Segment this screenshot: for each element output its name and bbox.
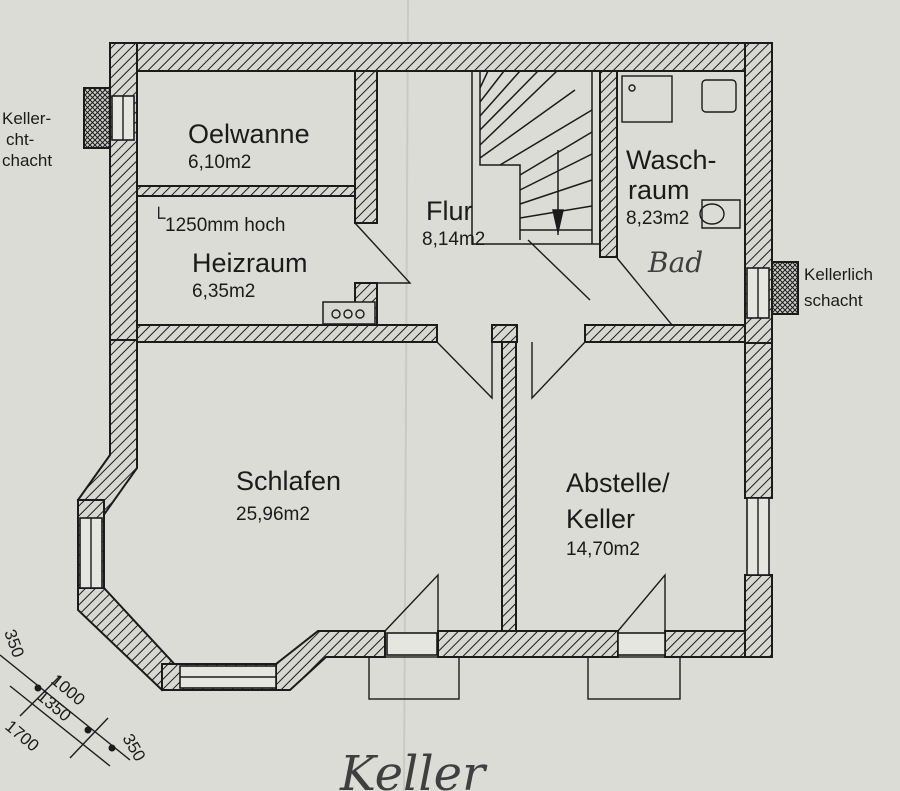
light-well-left [368, 656, 460, 700]
waschraum-name-line1: Wasch- [626, 145, 717, 175]
heizraum-height-mark: └ [152, 206, 166, 229]
inner-walls [136, 70, 746, 632]
heizraum-note: 1250mm hoch [165, 215, 285, 236]
oelwanne-area: 6,10m2 [188, 152, 251, 173]
abstelle-name-line1: Abstelle/ [566, 468, 670, 498]
paper-fold [403, 0, 409, 791]
flur-area: 8,14m2 [422, 229, 485, 250]
door-swings [354, 222, 674, 632]
heizraum-area: 6,35m2 [192, 281, 255, 302]
oelwanne-name: Oelwanne [188, 119, 310, 149]
light-well-right [587, 656, 681, 700]
dimension-350-top: 350 [0, 627, 28, 660]
left-shaft-label-line1: Keller- [2, 109, 51, 128]
bad-handwritten: Bad [647, 246, 703, 279]
right-shaft-label-line1: Kellerlich [804, 265, 873, 284]
heizraum-name: Heizraum [192, 248, 308, 278]
waschraum-area: 8,23m2 [626, 208, 689, 229]
dimension-1700: 1700 [1, 717, 42, 756]
windows [79, 95, 770, 689]
left-light-shaft [83, 87, 111, 149]
schlafen-area: 25,96m2 [236, 504, 310, 525]
right-shaft-label-line2: schacht [804, 291, 863, 310]
right-light-shaft [771, 261, 799, 315]
outer-walls [76, 42, 773, 692]
heating-unit [322, 301, 376, 325]
left-shaft-label-line3: chacht [2, 151, 52, 170]
bathroom-fixtures [621, 75, 741, 229]
waschraum-name-line2: raum [628, 175, 690, 205]
floor-label-handwritten: Keller [339, 746, 488, 791]
schlafen-name: Schlafen [236, 466, 341, 496]
abstelle-area: 14,70m2 [566, 539, 640, 560]
flur-name: Flur [426, 196, 473, 226]
left-shaft-label-line2: cht- [6, 130, 34, 149]
abstelle-name-line2: Keller [566, 504, 635, 534]
dimension-350-bottom: 350 [119, 731, 150, 765]
staircase [471, 70, 601, 245]
